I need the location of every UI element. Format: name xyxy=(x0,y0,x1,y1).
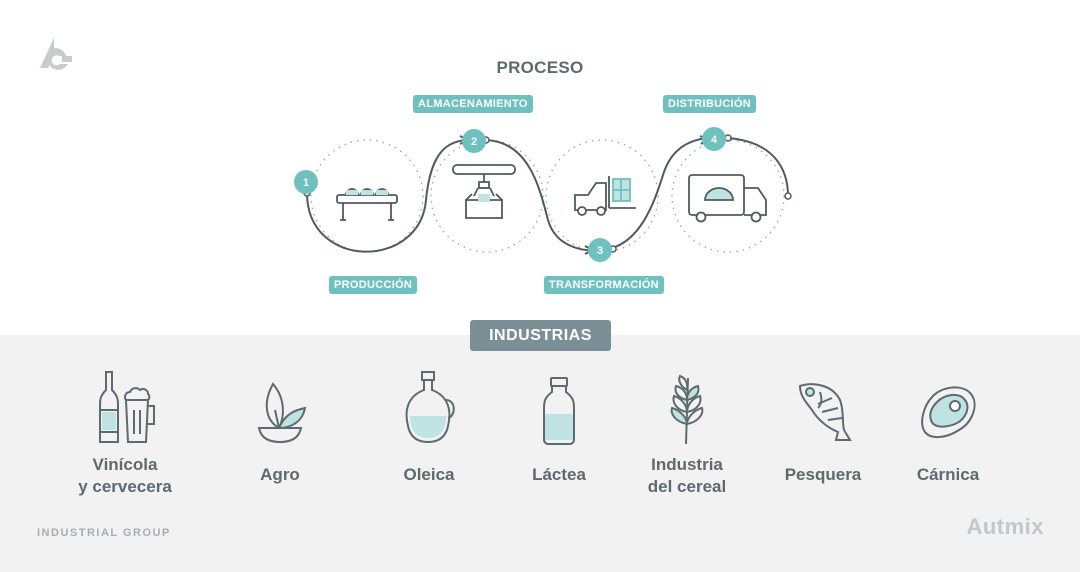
industry-fishing: Pesquera xyxy=(748,370,898,486)
distribution-dotted-circle xyxy=(671,139,785,253)
industry-cereal: Industria del cereal xyxy=(612,370,762,498)
process-diagram: 1 2 3 4 xyxy=(294,127,792,262)
industrial-group-label: INDUSTRIAL GROUP xyxy=(37,527,171,539)
forklift-icon xyxy=(574,176,636,216)
step-2-badge: 2 xyxy=(462,129,486,153)
leaf-bowl-icon xyxy=(257,382,307,444)
step-1-badge: 1 xyxy=(294,170,318,194)
process-title: PROCESO xyxy=(496,58,584,77)
industry-label-line1: Industria xyxy=(651,455,723,474)
svg-text:3: 3 xyxy=(597,245,603,257)
wheat-icon xyxy=(670,374,704,445)
svg-text:1: 1 xyxy=(303,177,309,189)
milk-bottle-icon xyxy=(543,377,575,445)
conveyor-icon xyxy=(336,188,398,221)
industry-label-line1: Láctea xyxy=(532,465,586,484)
step-3-badge: 3 xyxy=(588,238,612,262)
industry-label-line1: Agro xyxy=(260,465,300,484)
fish-icon xyxy=(798,383,852,441)
process-section xyxy=(0,0,1080,335)
step-label-production: PRODUCCIÓN xyxy=(329,276,418,294)
steak-icon xyxy=(921,386,976,438)
oil-jar-icon xyxy=(405,371,455,444)
industries-section xyxy=(0,335,1080,572)
company-logo-icon xyxy=(40,38,72,70)
step-4-badge: 4 xyxy=(702,127,726,151)
industry-dairy: Láctea xyxy=(484,370,634,486)
brand-logo: Autmix xyxy=(966,514,1044,539)
industry-meat: Cárnica xyxy=(873,370,1023,486)
transformation-dotted-circle xyxy=(545,139,659,253)
industries-title: INDUSTRIAS xyxy=(470,320,611,351)
svg-text:4: 4 xyxy=(711,134,718,146)
bottle-beer-icon xyxy=(99,371,155,443)
box-crane-icon xyxy=(452,164,516,219)
industry-agro: Agro xyxy=(205,370,355,486)
storage-dotted-circle xyxy=(430,139,544,253)
industry-label-line1: Pesquera xyxy=(784,465,862,484)
industry-label-line2: y cervecera xyxy=(78,477,172,496)
truck-icon xyxy=(688,174,767,223)
industry-label-line1: Vinícola xyxy=(92,455,158,474)
step-label-transformation: TRANSFORMACIÓN xyxy=(544,276,664,294)
production-dotted-circle xyxy=(310,139,424,253)
svg-text:2: 2 xyxy=(471,136,477,148)
industry-label-line1: Cárnica xyxy=(916,465,980,484)
industry-oil: Oleica xyxy=(354,370,504,486)
industry-label-line2: del cereal xyxy=(647,477,727,496)
step-label-distribution: DISTRIBUCIÓN xyxy=(663,95,757,113)
step-label-storage: ALMACENAMIENTO xyxy=(413,95,533,113)
industry-wine-beer: Vinícola y cervecera xyxy=(50,370,200,498)
industry-label-line1: Oleica xyxy=(403,465,455,484)
